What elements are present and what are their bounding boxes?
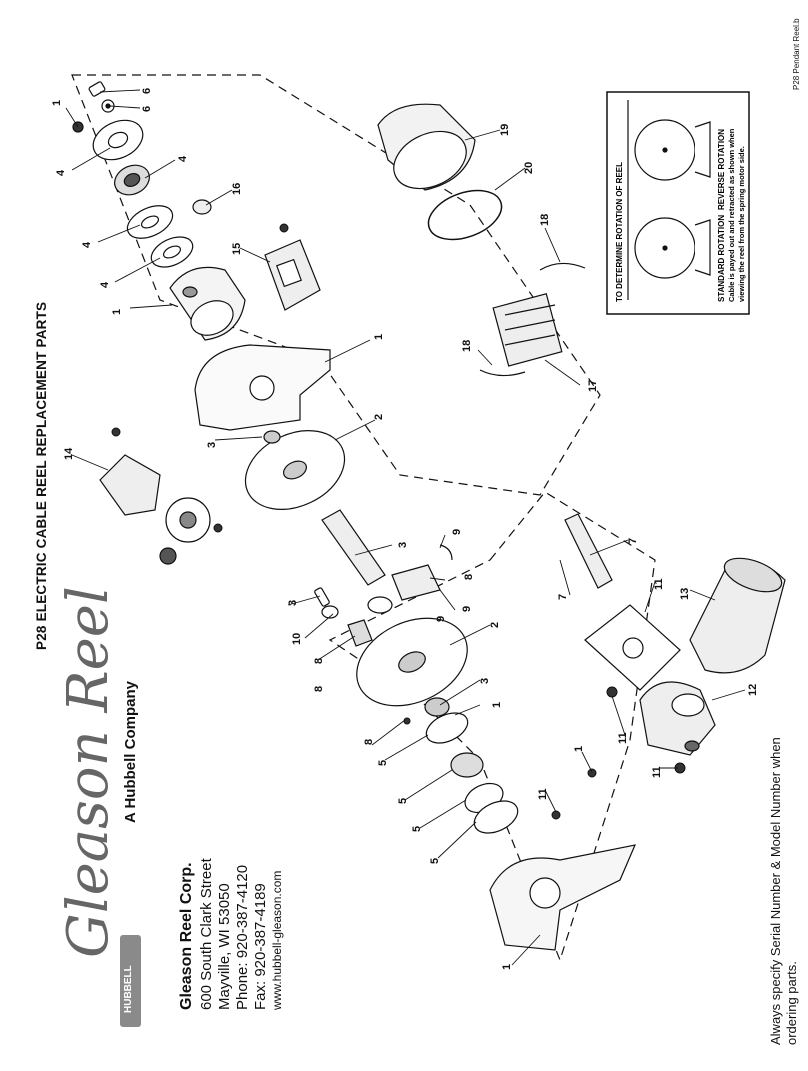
callout-label: 1 xyxy=(491,702,503,708)
bearing-stack-part xyxy=(424,697,519,834)
adapter-plate-part xyxy=(584,604,681,691)
spacer-ring-part xyxy=(126,205,194,268)
callout-label: 18 xyxy=(539,214,551,226)
key-pin-part xyxy=(314,587,373,647)
company-phone: Phone: 920-387-4120 xyxy=(234,864,251,1010)
callout-label: 3 xyxy=(206,442,218,448)
slip-ring-gear-part xyxy=(99,454,211,565)
sheave-disc-upper-part xyxy=(244,430,346,510)
plug-part xyxy=(192,199,212,215)
rotation-diagram-reverse xyxy=(634,119,711,181)
callout-label: 3 xyxy=(287,600,299,606)
callout-label: 8 xyxy=(313,658,325,664)
side-frame-part xyxy=(194,344,331,431)
callout-label: 9 xyxy=(435,616,447,622)
callout-label: 1 xyxy=(111,309,123,315)
callout-label: 5 xyxy=(397,798,409,804)
brush-holder-part xyxy=(492,293,563,367)
company-address: 600 South Clark Street xyxy=(198,858,215,1010)
bearing-part xyxy=(114,164,150,196)
mounting-bracket-part xyxy=(489,844,637,951)
callout-label: 18 xyxy=(461,340,473,352)
callout-label: 1 xyxy=(373,334,385,340)
callout-label: 3 xyxy=(397,542,409,548)
callout-label: 4 xyxy=(55,169,67,176)
callout-label: 12 xyxy=(747,684,759,696)
callout-label: 2 xyxy=(489,622,501,628)
callout-label: 5 xyxy=(411,826,423,832)
callout-label: 9 xyxy=(451,529,463,535)
callout-label: 5 xyxy=(377,760,389,766)
assembly-boundary-upper xyxy=(71,74,601,496)
reverse-rotation-title: REVERSE ROTATION xyxy=(717,129,726,210)
callout-label: 7 xyxy=(557,594,569,600)
callout-label: 6 xyxy=(141,88,153,94)
callout-label: 9 xyxy=(461,606,473,612)
callout-label: 11 xyxy=(537,788,549,800)
callout-label: 20 xyxy=(523,162,535,174)
hubbell-badge-text: HUBBELL xyxy=(123,965,134,1013)
callout-label: 8 xyxy=(363,739,375,745)
rotation-diagram-standard xyxy=(634,217,711,279)
callout-label: 15 xyxy=(231,243,243,255)
leader-lines xyxy=(65,89,746,966)
spring-clip-part xyxy=(479,262,586,377)
page-code: P28 Pendant Reel.b xyxy=(792,18,801,90)
callout-label: 17 xyxy=(587,380,599,392)
gleason-reel-logo: Gleason Reel xyxy=(56,586,121,958)
callout-label: 1 xyxy=(501,964,513,970)
callout-label: 8 xyxy=(313,686,325,692)
rotation-desc-line2: viewing the reel from the spring motor s… xyxy=(737,146,746,302)
company-fax: Fax: 920-387-4189 xyxy=(252,883,269,1010)
callout-label: 1 xyxy=(573,746,585,752)
callout-label: 5 xyxy=(429,858,441,864)
company-city: Mayville, WI 53050 xyxy=(216,883,233,1010)
clamp-block-part xyxy=(391,544,453,601)
company-tagline: A Hubbell Company xyxy=(122,681,139,823)
callout-label: 1 xyxy=(51,100,63,106)
callout-label: 16 xyxy=(231,183,243,195)
standard-rotation-title: STANDARD ROTATION xyxy=(717,215,726,302)
gasket-ring-part xyxy=(427,189,503,241)
motor-shaft-part xyxy=(564,513,613,589)
company-website: www.hubbell-gleason.com xyxy=(270,870,284,1010)
rotation-box-heading: TO DETERMINE ROTATION OF REEL xyxy=(615,162,624,302)
callout-label: 8 xyxy=(463,574,475,580)
callout-label: 10 xyxy=(291,633,303,645)
callout-label: 19 xyxy=(499,124,511,136)
part-callouts: 1 6 6 4 4 16 4 4 15 1 19 20 18 18 17 1 1… xyxy=(51,88,759,970)
callout-label: 11 xyxy=(651,766,663,778)
terminal-box-part xyxy=(264,239,321,311)
sheave-disc-lower-part xyxy=(356,617,468,707)
page-title: P28 ELECTRIC CABLE REEL REPLACEMENT PART… xyxy=(34,301,49,650)
callout-label: 6 xyxy=(141,106,153,112)
callout-label: 14 xyxy=(63,447,75,460)
shaft-part xyxy=(321,509,393,614)
callout-label: 2 xyxy=(373,414,385,420)
hubbell-badge-logo: HUBBELL xyxy=(120,935,141,1027)
callout-label: 11 xyxy=(653,578,665,590)
ordering-note: Always specify Serial Number & Model Num… xyxy=(768,737,799,1045)
company-name: Gleason Reel Corp. xyxy=(178,862,195,1010)
callout-label: 3 xyxy=(479,678,491,684)
callout-label: 4 xyxy=(99,281,111,288)
callout-label: 4 xyxy=(177,155,189,162)
housing-part xyxy=(169,266,246,341)
rotation-desc-line1: Cable is payed out and retracted as show… xyxy=(727,128,736,302)
small-fasteners xyxy=(111,223,686,820)
gear-reducer-part xyxy=(639,681,716,756)
drum-part xyxy=(377,103,476,191)
rotation-info-box: TO DETERMINE ROTATION OF REEL STANDARD R… xyxy=(606,91,750,315)
motor-part xyxy=(689,557,786,674)
callout-label: 13 xyxy=(679,588,691,600)
flange-plate-part xyxy=(92,119,144,161)
callout-label: 4 xyxy=(81,241,93,248)
callout-label: 11 xyxy=(617,732,629,744)
callout-label: 7 xyxy=(627,538,639,544)
